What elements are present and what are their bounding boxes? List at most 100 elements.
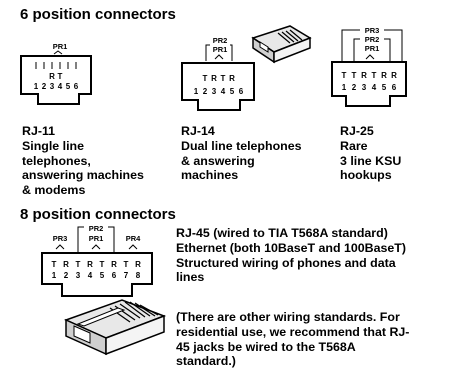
pin-number: 1 — [52, 271, 57, 280]
rj25-jack-diagram: PR3 PR2 PR1 T T R T R R 1 2 3 4 5 6 — [331, 26, 407, 107]
wire-letter: T — [100, 260, 105, 269]
description-line: Ethernet (both 10BaseT and 100BaseT) — [176, 240, 406, 255]
pair-bracket — [230, 44, 233, 61]
rj45-plug-illustration — [63, 299, 167, 356]
wire-letter: R — [87, 260, 93, 269]
description-line: telephones, — [22, 153, 91, 168]
pin-number: 2 — [64, 271, 69, 280]
pair-bracket — [205, 44, 210, 61]
connector-name: RJ-14 — [181, 124, 215, 138]
connector-name: RJ-11 — [22, 124, 56, 138]
rj11-jack-diagram: PR1 R T 1 2 3 4 5 6 — [20, 42, 92, 105]
wire-letter: T — [342, 71, 347, 80]
wire-letter: R — [391, 71, 397, 80]
pin-number: 3 — [76, 271, 81, 280]
jack-outline — [181, 62, 255, 111]
pair-label: PR3 — [365, 26, 380, 35]
pair-bracket — [91, 244, 101, 250]
rj45-jack-diagram: PR2 PR3 PR1 PR4 T R T R T R T R 1 2 3 4 … — [41, 224, 153, 297]
eight-position-heading: 8 position connectors — [20, 206, 176, 223]
note-line: (There are other wiring standards. For — [176, 310, 400, 324]
description-line: 3 line KSU — [340, 153, 402, 168]
pair-bracket — [341, 29, 360, 61]
pin-number: 8 — [136, 271, 141, 280]
pin-number: 4 — [58, 82, 63, 91]
wire-letter: R — [63, 260, 69, 269]
wire-letter: T — [58, 72, 63, 81]
pin-contacts — [35, 62, 77, 69]
pair-bracket — [108, 226, 115, 252]
pin-number: 1 — [34, 82, 39, 91]
rj11-plug-illustration — [251, 25, 312, 64]
pair-label: PR2 — [89, 224, 104, 233]
wire-letter: R — [49, 72, 55, 81]
pin-number: 6 — [74, 82, 79, 91]
pin-number: 2 — [203, 87, 208, 96]
pair-bracket — [214, 54, 224, 60]
pair-label: PR2 — [213, 36, 228, 45]
pin-number: 4 — [88, 271, 93, 280]
pair-bracket — [53, 50, 63, 55]
pair-label: PR1 — [89, 234, 104, 243]
pair-label: PR1 — [53, 42, 68, 51]
description-line: & modems — [22, 183, 86, 198]
jack-outline — [331, 61, 407, 107]
pin-number: 1 — [342, 83, 347, 92]
wire-letter: T — [52, 260, 57, 269]
rj25-description: RJ-25 Rare 3 line KSU hookups — [340, 124, 401, 183]
pin-number: 5 — [66, 82, 71, 91]
jack-outline — [20, 55, 92, 105]
pin-number: 4 — [372, 83, 377, 92]
description-line: lines — [176, 270, 205, 285]
pin-number: 4 — [221, 87, 226, 96]
rj14-description: RJ-14 Dual line telephones & answering m… — [181, 124, 302, 183]
wire-letter: T — [352, 71, 357, 80]
wire-letter: T — [124, 260, 129, 269]
pin-number: 3 — [50, 82, 55, 91]
wire-letter: T — [372, 71, 377, 80]
rj11-description: RJ-11 Single line telephones, answering … — [22, 124, 144, 198]
pair-bracket — [384, 38, 391, 61]
pin-number: 3 — [362, 83, 367, 92]
description-line: Structured wiring of phones and data — [176, 255, 396, 270]
wire-letter: R — [381, 71, 387, 80]
pair-label: PR2 — [365, 35, 380, 44]
pin-number: 6 — [239, 87, 244, 96]
pin-number: 5 — [230, 87, 235, 96]
pair-bracket — [384, 29, 403, 61]
pin-number: 6 — [392, 83, 397, 92]
rj45-wiring-note: (There are other wiring standards. For r… — [176, 310, 409, 369]
wire-letter: R — [211, 74, 217, 83]
pin-number: 1 — [194, 87, 199, 96]
wire-letter: T — [203, 74, 208, 83]
description-line: answering machines — [22, 168, 144, 183]
pair-label: PR1 — [365, 44, 380, 53]
description-line: Dual line telephones — [181, 138, 302, 153]
rj45-description: RJ-45 (wired to TIA T568A standard) Ethe… — [176, 226, 406, 285]
wire-letter: R — [361, 71, 367, 80]
pin-number: 7 — [124, 271, 129, 280]
connector-name: RJ-25 — [340, 124, 374, 138]
pair-bracket — [128, 244, 138, 250]
note-line: residential use, we recommend that RJ- — [176, 324, 410, 339]
description-line: machines — [181, 168, 239, 183]
pair-label: PR4 — [126, 234, 141, 243]
rj14-jack-diagram: PR2 PR1 T R T R 1 2 3 4 5 6 — [181, 36, 255, 111]
wire-letter: R — [229, 74, 235, 83]
pin-number: 5 — [100, 271, 105, 280]
description-line: Rare — [340, 138, 368, 153]
description-line: RJ-45 (wired to TIA T568A standard) — [176, 226, 388, 240]
wire-letter: R — [111, 260, 117, 269]
pin-number: 2 — [42, 82, 47, 91]
description-line: hookups — [340, 168, 392, 183]
description-line: Single line — [22, 138, 84, 153]
pair-bracket — [365, 54, 375, 60]
wire-letter: T — [221, 74, 226, 83]
pair-label: PR1 — [213, 45, 228, 54]
pin-number: 6 — [112, 271, 117, 280]
jack-outline — [41, 252, 153, 297]
note-line: 45 jacks be wired to the T568A — [176, 339, 356, 354]
pair-bracket — [55, 244, 65, 250]
pair-bracket — [77, 226, 84, 252]
wire-letter: R — [135, 260, 141, 269]
